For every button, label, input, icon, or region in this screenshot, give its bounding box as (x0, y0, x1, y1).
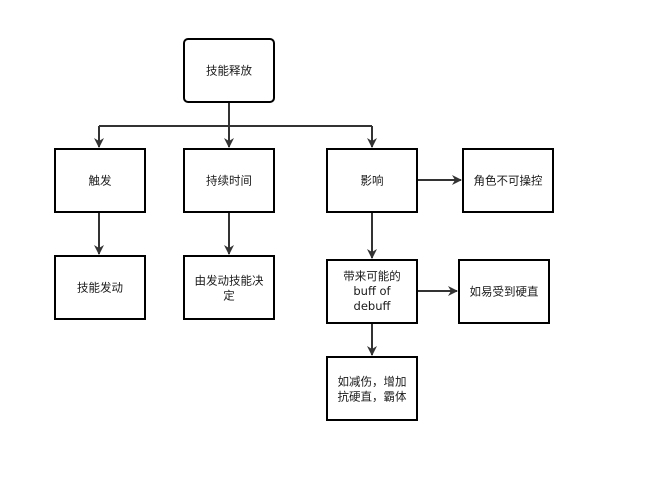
node-buff-debuff-line-2: buff of (353, 284, 391, 298)
node-trigger-label: 触发 (89, 174, 112, 188)
node-buff-debuff-line-3: debuff (354, 299, 392, 313)
node-duration-label: 持续时间 (206, 174, 252, 188)
node-examples-line-1: 如减伤，增加 (338, 375, 407, 389)
node-effect: 影响 (326, 148, 418, 213)
node-buff-debuff-line-1: 带来可能的 (343, 269, 401, 283)
node-skill-start: 技能发动 (54, 255, 146, 320)
node-examples: 如减伤，增加 抗硬直，霸体 (326, 356, 418, 421)
node-uncontrollable: 角色不可操控 (462, 148, 554, 213)
node-skill-release-label: 技能释放 (206, 64, 252, 78)
node-hit-stun-label: 如易受到硬直 (470, 285, 539, 299)
node-effect-label: 影响 (361, 174, 384, 188)
node-decided-by-skill-line-1: 由发动技能决 (195, 274, 264, 288)
node-examples-line-2: 抗硬直，霸体 (338, 390, 407, 404)
node-uncontrollable-label: 角色不可操控 (474, 174, 543, 188)
node-trigger: 触发 (54, 148, 146, 213)
node-skill-release: 技能释放 (183, 38, 275, 103)
edges (94, 102, 462, 356)
node-duration: 持续时间 (183, 148, 275, 213)
node-skill-start-label: 技能发动 (77, 281, 123, 295)
node-hit-stun: 如易受到硬直 (458, 259, 550, 324)
node-decided-by-skill-line-2: 定 (223, 289, 235, 303)
node-buff-debuff: 带来可能的 buff of debuff (326, 259, 418, 324)
node-decided-by-skill: 由发动技能决 定 (183, 255, 275, 320)
